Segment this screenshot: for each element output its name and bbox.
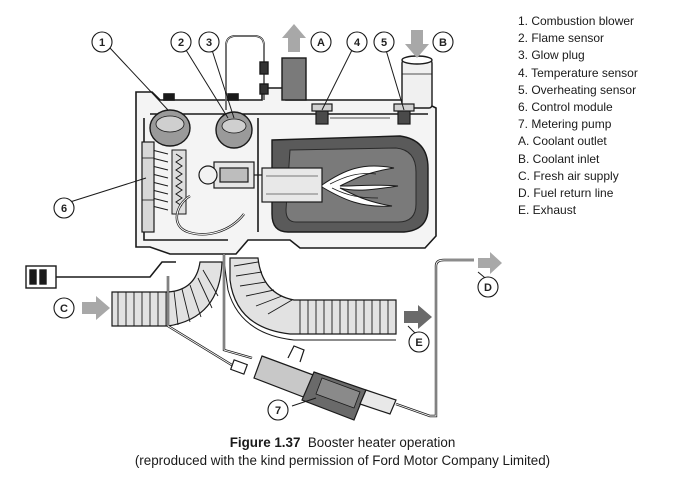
callout-d: D bbox=[484, 282, 492, 294]
fuel-return-arrow bbox=[478, 252, 502, 274]
glow-plug-assembly bbox=[175, 161, 262, 236]
combustion-chamber bbox=[261, 135, 429, 233]
callout-2: 2 bbox=[178, 37, 184, 49]
combustion-blower bbox=[149, 109, 253, 149]
legend-item: 6. Control module bbox=[518, 100, 613, 115]
temperature-and-overheat-sensors bbox=[311, 103, 415, 125]
exhaust-hose bbox=[223, 257, 397, 341]
legend-item: 2. Flame sensor bbox=[518, 31, 605, 46]
legend-item: A. Coolant outlet bbox=[518, 134, 607, 149]
legend-item: B. Coolant inlet bbox=[518, 151, 600, 166]
coolant-inlet-arrow bbox=[405, 30, 429, 58]
fresh-air-arrow bbox=[82, 296, 110, 320]
legend-item: 5. Overheating sensor bbox=[518, 82, 637, 97]
electrical-connector bbox=[25, 261, 176, 289]
caption-title-line: Figure 1.37 Booster heater operation bbox=[0, 434, 685, 452]
legend-item: 4. Temperature sensor bbox=[518, 65, 638, 80]
callout-7: 7 bbox=[275, 405, 281, 417]
callout-circles bbox=[53, 31, 499, 421]
callout-c: C bbox=[60, 303, 68, 315]
callout-labels: 1 2 3 4 5 6 7 A B C D E bbox=[60, 37, 492, 417]
callout-6: 6 bbox=[61, 203, 67, 215]
coolant-outlet-arrow bbox=[282, 24, 306, 52]
callout-4: 4 bbox=[354, 37, 361, 49]
legend-item: C. Fresh air supply bbox=[518, 168, 619, 183]
legend-item: E. Exhaust bbox=[518, 203, 577, 218]
legend-item: D. Fuel return line bbox=[518, 186, 614, 201]
callout-5: 5 bbox=[381, 37, 387, 49]
callout-a: A bbox=[317, 37, 325, 49]
callout-e: E bbox=[415, 337, 422, 349]
heat-exchanger-fins bbox=[151, 149, 187, 215]
legend: 1. Combustion blower 2. Flame sensor 3. … bbox=[518, 13, 638, 219]
figure-number: Figure 1.37 bbox=[229, 435, 301, 450]
figure-title: Booster heater operation bbox=[307, 435, 456, 450]
control-module bbox=[141, 141, 155, 233]
fuel-lines bbox=[166, 254, 474, 418]
metering-pump bbox=[229, 345, 397, 421]
coolant-pipes bbox=[225, 35, 433, 110]
exhaust-arrow bbox=[404, 305, 432, 329]
legend-item: 1. Combustion blower bbox=[518, 14, 635, 28]
callout-b: B bbox=[439, 37, 447, 49]
legend-item: 3. Glow plug bbox=[518, 48, 585, 63]
figure-credit: (reproduced with the kind permission of … bbox=[134, 453, 551, 468]
flow-arrows bbox=[82, 24, 502, 329]
callout-3: 3 bbox=[206, 37, 212, 49]
callout-1: 1 bbox=[99, 37, 105, 49]
figure-caption: Figure 1.37 Booster heater operation (re… bbox=[0, 434, 685, 470]
legend-item: 7. Metering pump bbox=[518, 117, 612, 132]
